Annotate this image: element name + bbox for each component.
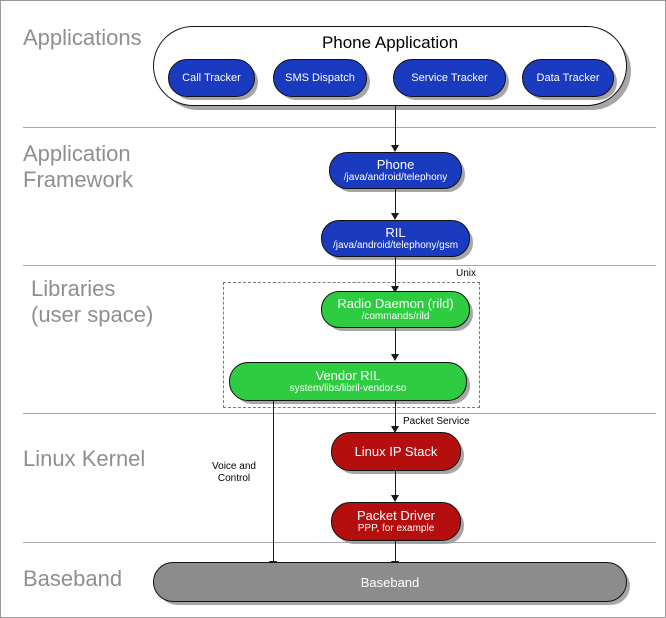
layer-label-linux-kernel: Linux Kernel [23, 446, 146, 471]
framework-node-ril-title: RIL [385, 225, 406, 240]
library-node-radio-daemon-title: Radio Daemon (rild) [337, 296, 454, 311]
framework-node-phone-subtitle: /java/android/telephony [343, 172, 448, 183]
edge-label-packet-service: Packet Service [403, 416, 470, 427]
kernel-node-packet-driver-subtitle: PPP, for example [357, 523, 435, 534]
arrow-vendor-ril-to-ip-stack [395, 401, 396, 429]
framework-node-phone-title: Phone [376, 157, 415, 172]
unix-boundary-label: Unix [456, 268, 477, 279]
app-node-service-tracker[interactable]: Service Tracker [393, 59, 506, 97]
library-node-vendor-ril-subtitle: system/libs/libril-vendor.so [289, 383, 407, 394]
arrow-packet-driver-to-baseband [395, 541, 396, 564]
kernel-node-packet-driver-title: Packet Driver [356, 508, 436, 523]
unix-boundary-box [223, 282, 480, 408]
arrow-apps-to-phone [395, 106, 396, 148]
phone-application-title: Phone Application [321, 33, 459, 52]
arrow-vendor-ril-to-baseband [273, 401, 274, 564]
app-node-sms-dispatch[interactable]: SMS Dispatch [273, 59, 367, 97]
arrowhead-ril-to-rild [391, 286, 399, 293]
app-node-sms-dispatch-label: SMS Dispatch [285, 71, 355, 84]
arrow-ril-to-rild [395, 257, 396, 289]
app-node-call-tracker[interactable]: Call Tracker [168, 59, 255, 97]
library-node-radio-daemon-subtitle: /commands/rild [361, 311, 430, 322]
arrowhead-vendor-ril-to-ip-stack [391, 426, 399, 433]
baseband-node-title: Baseband [360, 574, 420, 590]
library-node-vendor-ril[interactable]: Vendor RIL system/libs/libril-vendor.so [229, 362, 467, 401]
divider-libraries-kernel [23, 413, 656, 414]
kernel-node-packet-driver[interactable]: Packet Driver PPP, for example [331, 502, 461, 541]
arrow-rild-to-vendor-ril [395, 328, 396, 357]
layer-label-baseband: Baseband [23, 566, 123, 591]
divider-framework-libraries [23, 265, 656, 266]
app-node-data-tracker[interactable]: Data Tracker [522, 59, 614, 97]
app-node-call-tracker-label: Call Tracker [182, 71, 241, 84]
edge-label-voice-and-control: Voice and Control [212, 461, 256, 484]
arrowhead-ip-stack-to-packet-driver [391, 495, 399, 502]
kernel-node-linux-ip-stack[interactable]: Linux IP Stack [331, 432, 461, 471]
layer-label-application-framework: Application Framework [23, 141, 134, 192]
kernel-node-linux-ip-stack-title: Linux IP Stack [354, 444, 438, 459]
arrowhead-apps-to-phone [391, 145, 399, 152]
divider-kernel-baseband [23, 542, 656, 543]
framework-node-ril-subtitle: /java/android/telephony/gsm [332, 240, 459, 251]
arrow-phone-to-ril [395, 189, 396, 216]
baseband-node[interactable]: Baseband [153, 562, 627, 602]
app-node-service-tracker-label: Service Tracker [411, 71, 488, 84]
layer-label-libraries: Libraries (user space) [31, 276, 154, 327]
arrowhead-phone-to-ril [391, 213, 399, 220]
divider-applications-framework [23, 127, 656, 128]
library-node-vendor-ril-title: Vendor RIL [315, 368, 381, 383]
arrow-ip-stack-to-packet-driver [395, 471, 396, 498]
layer-label-applications: Applications [23, 25, 142, 50]
framework-node-phone[interactable]: Phone /java/android/telephony [329, 152, 462, 189]
library-node-radio-daemon[interactable]: Radio Daemon (rild) /commands/rild [321, 291, 470, 328]
app-node-data-tracker-label: Data Tracker [536, 71, 600, 84]
arrowhead-rild-to-vendor-ril [391, 354, 399, 361]
framework-node-ril[interactable]: RIL /java/android/telephony/gsm [321, 220, 470, 257]
